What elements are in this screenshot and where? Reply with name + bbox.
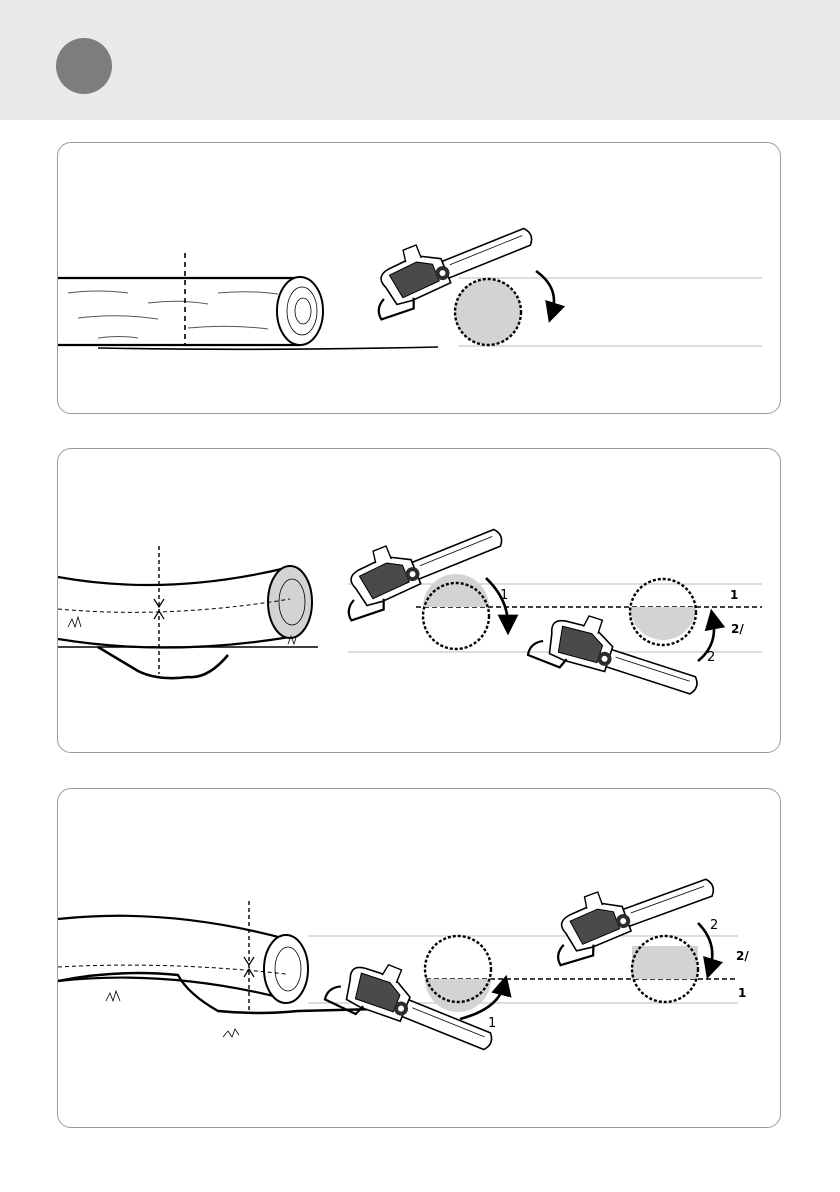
cross-section-1	[423, 574, 489, 649]
log-icon	[58, 546, 318, 678]
step-label-2: 2	[710, 918, 718, 933]
rotation-arrow-icon	[536, 271, 554, 313]
log-icon	[58, 901, 378, 1037]
cut-line-label-1: 1	[730, 588, 738, 602]
section-badge	[56, 38, 112, 94]
step-label-1: 1	[500, 588, 508, 603]
log-icon	[58, 253, 323, 345]
cross-section-2	[632, 936, 698, 1002]
cut-line-label-2: 2/	[731, 622, 744, 636]
cut-line-label-2: 2/	[736, 949, 749, 963]
panel-supported-ends: 1 2 1 2/	[57, 448, 781, 753]
page-header	[0, 0, 840, 120]
step-label-2: 2	[707, 650, 715, 665]
cross-section-2	[630, 579, 696, 645]
panel-straight-log	[57, 142, 781, 414]
panel-supported-one-end: 1 2 2/ 1	[57, 788, 781, 1128]
cross-section	[455, 279, 521, 345]
cross-section-1	[425, 936, 491, 1012]
step-label-1: 1	[488, 1016, 496, 1031]
cut-line-label-1: 1	[738, 986, 746, 1000]
